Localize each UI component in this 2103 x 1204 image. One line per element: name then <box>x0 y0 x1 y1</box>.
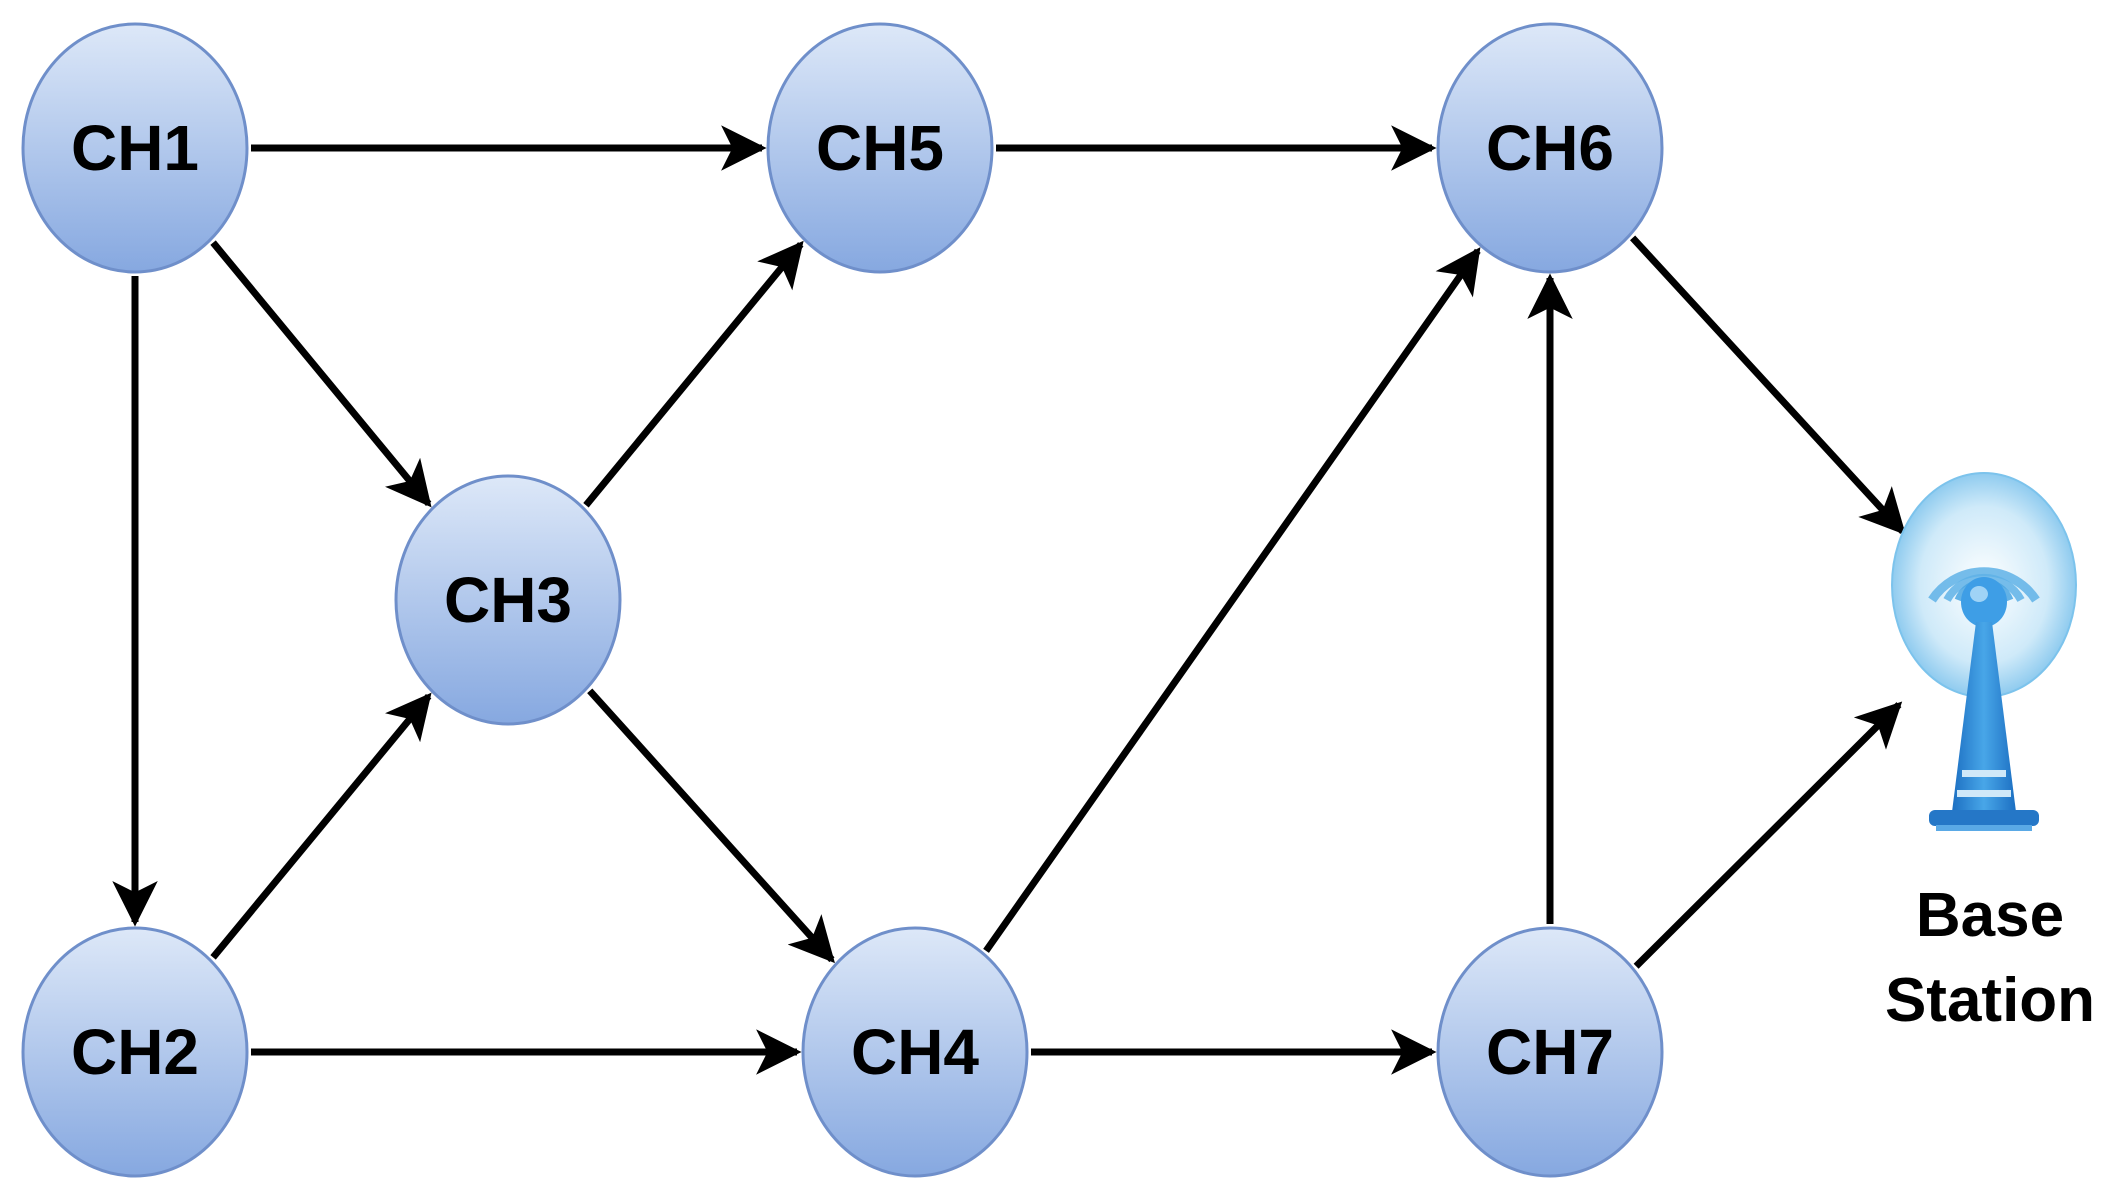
node-circle <box>801 926 1029 1178</box>
edge-ch6-to-bs <box>1630 235 1906 536</box>
node-circle <box>766 22 994 274</box>
node-label: CH5 <box>816 112 944 184</box>
edges-layer <box>112 125 1906 1075</box>
node-ch5: CH5 <box>766 22 994 274</box>
node-circle <box>21 926 249 1178</box>
node-circle <box>1436 926 1664 1178</box>
node-ch3: CH3 <box>394 474 622 726</box>
node-ch7: CH7 <box>1436 926 1664 1178</box>
edge-ch7-to-bs <box>1633 701 1903 969</box>
base-station-label-line2: Station <box>1885 966 2095 1035</box>
node-ch4: CH4 <box>801 926 1029 1178</box>
node-circle <box>21 22 249 274</box>
node-circle <box>1436 22 1664 274</box>
node-circle <box>394 474 622 726</box>
edge-ch2-to-ch3 <box>210 692 432 960</box>
edge-ch3-to-ch4 <box>587 688 835 964</box>
node-label: CH2 <box>71 1016 199 1088</box>
antenna-tower-icon <box>1891 472 2077 831</box>
edge-ch3-to-ch5 <box>583 240 804 508</box>
node-label: CH4 <box>851 1016 979 1088</box>
base-station: Base Station <box>1885 472 2095 1035</box>
edge-ch4-to-ch6 <box>983 247 1481 953</box>
node-label: CH6 <box>1486 112 1614 184</box>
node-label: CH7 <box>1486 1016 1614 1088</box>
node-ch1: CH1 <box>21 22 249 274</box>
node-label: CH1 <box>71 112 199 184</box>
node-label: CH3 <box>444 564 572 636</box>
node-ch6: CH6 <box>1436 22 1664 274</box>
node-ch2: CH2 <box>21 926 249 1178</box>
base-station-label-line1: Base <box>1916 881 2064 950</box>
edge-ch1-to-ch3 <box>210 240 432 508</box>
